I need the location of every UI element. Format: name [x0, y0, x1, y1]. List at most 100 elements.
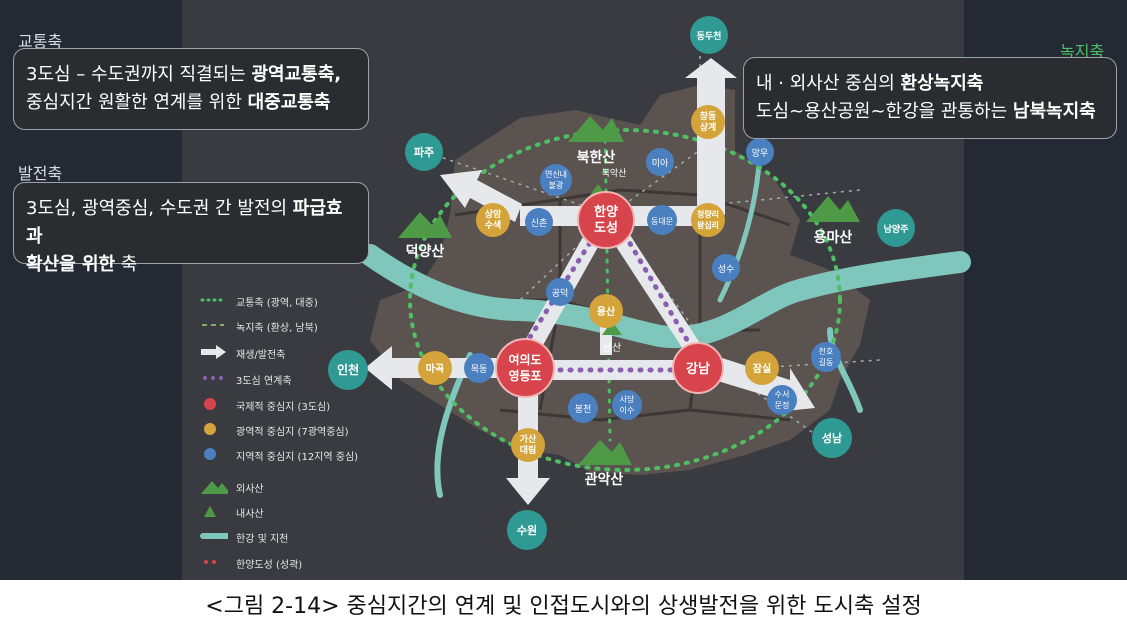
svg-text:청량리: 청량리	[697, 209, 719, 219]
north-south-green-axis	[603, 128, 612, 442]
local-sinchon: 신촌	[525, 208, 553, 236]
svg-text:가산: 가산	[520, 433, 537, 445]
svg-text:인천: 인천	[337, 362, 359, 377]
svg-text:길동: 길동	[819, 358, 834, 367]
svg-text:문정: 문정	[775, 400, 790, 410]
han-river	[359, 244, 971, 349]
svg-text:망우: 망우	[752, 148, 769, 159]
svg-text:왕십리: 왕십리	[697, 220, 719, 230]
red-dots-icon	[204, 560, 216, 564]
local-mia: 미아	[646, 148, 674, 176]
legend-local-center: 지역적 중심지 (12지역 중심)	[200, 446, 400, 466]
svg-text:성수: 성수	[718, 264, 735, 275]
svg-text:봉천: 봉천	[575, 404, 592, 415]
green-axis-box: 내 · 외사산 중심의 환상녹지축 도심~용산공원~한강을 관통하는 남북녹지축	[743, 57, 1117, 139]
legend-development-axis: 재생/발전축	[200, 344, 400, 364]
purple-dots-icon	[203, 376, 223, 380]
svg-text:강남: 강남	[686, 361, 710, 377]
svg-text:용산: 용산	[597, 305, 616, 318]
outer-mountain-icon	[200, 481, 228, 494]
regional-yongsan: 용산	[589, 294, 623, 328]
legend-river: 한강 및 지천	[200, 528, 400, 548]
city-seongnam: 성남	[812, 418, 852, 458]
svg-text:동두천: 동두천	[697, 31, 722, 42]
city-namyangju: 남양주	[877, 209, 915, 247]
legend-inner-mountain: 내사산	[200, 503, 400, 523]
white-arrow-icon	[201, 345, 226, 359]
legend-international-center: 국제적 중심지 (3도심)	[200, 396, 400, 416]
regional-magok: 마곡	[418, 351, 452, 385]
svg-text:창동: 창동	[700, 110, 717, 122]
label-yongmasan: 용마산	[814, 229, 853, 246]
green-dotted-line-icon	[200, 298, 226, 302]
local-mokdong: 목동	[464, 353, 494, 383]
heading-development-axis: 발전축	[18, 164, 63, 183]
svg-text:신촌: 신촌	[531, 218, 548, 229]
legend-city-wall: 한양도성 (성곽)	[200, 554, 400, 574]
svg-text:영등포: 영등포	[508, 368, 541, 383]
svg-text:잠실: 잠실	[753, 362, 771, 375]
city-dongducheon: 동두천	[690, 16, 728, 54]
svg-text:연신내: 연신내	[545, 170, 567, 179]
mountain-deogyangsan	[398, 212, 452, 238]
local-mangu: 망우	[746, 138, 774, 166]
svg-text:이수: 이수	[620, 405, 635, 415]
transport-axis-box: 3도심 – 수도권까지 직결되는 광역교통축, 중심지간 원활한 연계를 위한 …	[13, 48, 369, 130]
development-line-1: 3도심, 광역중심, 수도권 간 발전의 파급효과	[26, 198, 343, 247]
heading-transport-axis: 교통축	[18, 32, 63, 51]
diagram-stage: 북한산 덕양산 용마산 관악산 북악산 남산 파주 동두천 남양주 인천 성남 …	[0, 0, 1127, 580]
svg-text:천호: 천호	[819, 346, 834, 356]
label-deogyangsan: 덕양산	[406, 243, 445, 260]
center-gangnam: 강남	[672, 342, 724, 394]
svg-text:수색: 수색	[485, 219, 502, 231]
blue-circle-icon	[204, 448, 216, 460]
mountain-namsan-small	[602, 321, 622, 335]
svg-text:마곡: 마곡	[426, 362, 444, 375]
transport-line-1: 3도심 – 수도권까지 직결되는 광역교통축,	[26, 64, 342, 85]
mountain-gwanaksan	[578, 440, 632, 465]
figure-caption: <그림 2-14> 중심지간의 연계 및 인접도시와의 상생발전을 위한 도시축…	[205, 594, 922, 619]
transport-line-2: 중심지간 원활한 연계를 위한 대중교통축	[26, 92, 331, 113]
label-gwanaksan: 관악산	[585, 471, 624, 488]
svg-text:성남: 성남	[822, 431, 842, 445]
green-line-2: 도심~용산공원~한강을 관통하는 남북녹지축	[756, 101, 1096, 122]
svg-text:동대문: 동대문	[651, 217, 673, 226]
mountain-yongmasan	[806, 196, 860, 222]
center-hanyang: 한양 도성	[577, 191, 635, 249]
local-gongdeok: 공덕	[546, 278, 574, 306]
city-paju: 파주	[405, 133, 443, 171]
development-line-2: 확산을 위한 축	[26, 254, 138, 275]
svg-text:미아: 미아	[652, 158, 669, 169]
city-suwon: 수원	[507, 510, 547, 550]
tributary-tancheon	[827, 327, 863, 413]
local-bongcheon: 봉천	[568, 393, 598, 423]
legend-green-axis: 녹지축 (환상, 남북)	[200, 317, 400, 337]
regional-jamsil: 잠실	[745, 351, 779, 385]
label-bugaksan: 북악산	[602, 167, 627, 179]
svg-text:남양주: 남양주	[884, 223, 909, 235]
green-line-1: 내 · 외사산 중심의 환상녹지축	[756, 73, 984, 94]
svg-text:공덕: 공덕	[552, 288, 569, 299]
three-center-link-axis	[522, 232, 693, 373]
green-ring-axis	[408, 128, 842, 472]
gold-circle-icon	[204, 423, 216, 435]
svg-text:여의도: 여의도	[508, 352, 541, 367]
red-circle-icon	[204, 398, 216, 410]
svg-text:파주: 파주	[414, 145, 434, 159]
heading-green-axis: 녹지축	[1060, 42, 1105, 61]
svg-text:수원: 수원	[517, 523, 537, 537]
svg-text:목동: 목동	[471, 364, 488, 375]
green-dashed-line-icon	[202, 324, 224, 326]
svg-text:한양: 한양	[594, 204, 618, 220]
inner-mountain-icon	[204, 506, 216, 517]
svg-text:도성: 도성	[594, 221, 618, 236]
label-namsan: 남산	[603, 342, 621, 354]
mountain-bukhansan	[568, 116, 624, 142]
center-yeouido: 여의도 영등포	[495, 338, 555, 398]
